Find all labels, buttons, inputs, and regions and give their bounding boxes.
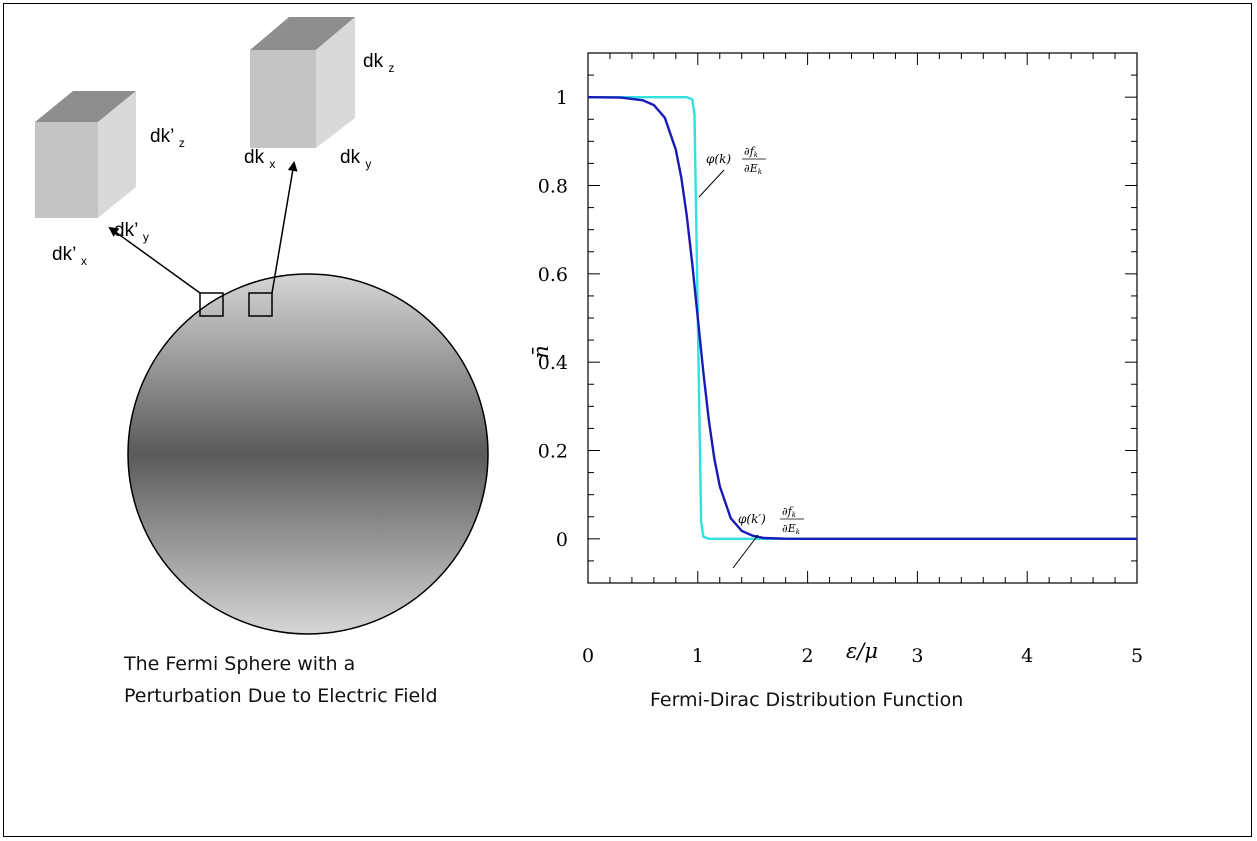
y-axis-label: n̄ [529, 345, 553, 359]
subscript: x [269, 157, 275, 171]
label-dkz-right: dk z [363, 51, 394, 75]
subscript: z [388, 61, 394, 75]
subscript: x [81, 254, 87, 268]
label-dkx-left: dk’ x [52, 244, 87, 268]
tick-marks [587, 52, 1138, 584]
x-axis-label: ε/μ [846, 639, 878, 663]
x-tick-label: 3 [911, 645, 923, 667]
curves [587, 96, 1137, 540]
volume-element-right [248, 292, 273, 317]
y-tick-label: 0.6 [538, 264, 568, 286]
plot-frame [587, 52, 1138, 584]
figure-frame [3, 3, 1252, 837]
x-tick-label: 2 [802, 645, 814, 667]
cube-left-side [98, 91, 136, 218]
cube-right-front [250, 50, 316, 148]
annotation-phi-k-prime: φ(k′)∂fk∂Ek [732, 505, 804, 569]
x-tick-label: 5 [1131, 645, 1143, 667]
sphere-caption: The Fermi Sphere with a Perturbation Due… [124, 653, 438, 707]
y-tick-label: 0 [556, 529, 568, 551]
label-dky-right: dk y [340, 147, 371, 171]
x-tick-label: 4 [1021, 645, 1033, 667]
smooth-curve [587, 96, 1137, 540]
arrow-to-right-cube [271, 161, 298, 294]
cube-right-top [250, 17, 355, 50]
label-dkx-right: dk x [244, 147, 275, 171]
cube-right-side [316, 17, 355, 148]
arrow-to-left-cube [108, 226, 201, 294]
annotation-phi: φ(k) [706, 152, 731, 166]
fermi-sphere [127, 273, 489, 635]
subscript: y [143, 230, 149, 244]
annotation-denominator: ∂Ek [782, 522, 800, 536]
annotation-leader [698, 169, 725, 198]
tick-labels: 0 1 2 3 4 5 0 0.2 0.4 0.6 0.8 1 [538, 87, 1143, 667]
chart-caption: Fermi-Dirac Distribution Function [650, 689, 964, 711]
y-tick-label: 1 [556, 87, 568, 109]
label-dky-left: dk’ y [114, 220, 149, 244]
y-tick-label: 0.8 [538, 176, 568, 198]
cube-right [250, 17, 355, 148]
cube-left-front [35, 122, 98, 218]
subscript: y [365, 157, 371, 171]
x-tick-label: 1 [692, 645, 704, 667]
volume-element-left [199, 292, 224, 317]
label-dkz-left: dk’ z [150, 126, 185, 150]
subscript: z [179, 136, 185, 150]
annotation-leader [732, 534, 759, 569]
y-tick-label: 0.4 [538, 352, 568, 374]
cube-left [35, 91, 136, 218]
subscript: k [758, 168, 762, 176]
x-tick-label: 0 [582, 645, 594, 667]
y-tick-label: 0.2 [538, 441, 568, 463]
subscript: k [792, 511, 796, 519]
subscript: k [754, 151, 758, 159]
subscript: k [796, 528, 800, 536]
annotation-denominator: ∂Ek [744, 162, 762, 176]
cube-left-top [35, 91, 136, 122]
annotation-phi: φ(k′) [738, 512, 766, 526]
